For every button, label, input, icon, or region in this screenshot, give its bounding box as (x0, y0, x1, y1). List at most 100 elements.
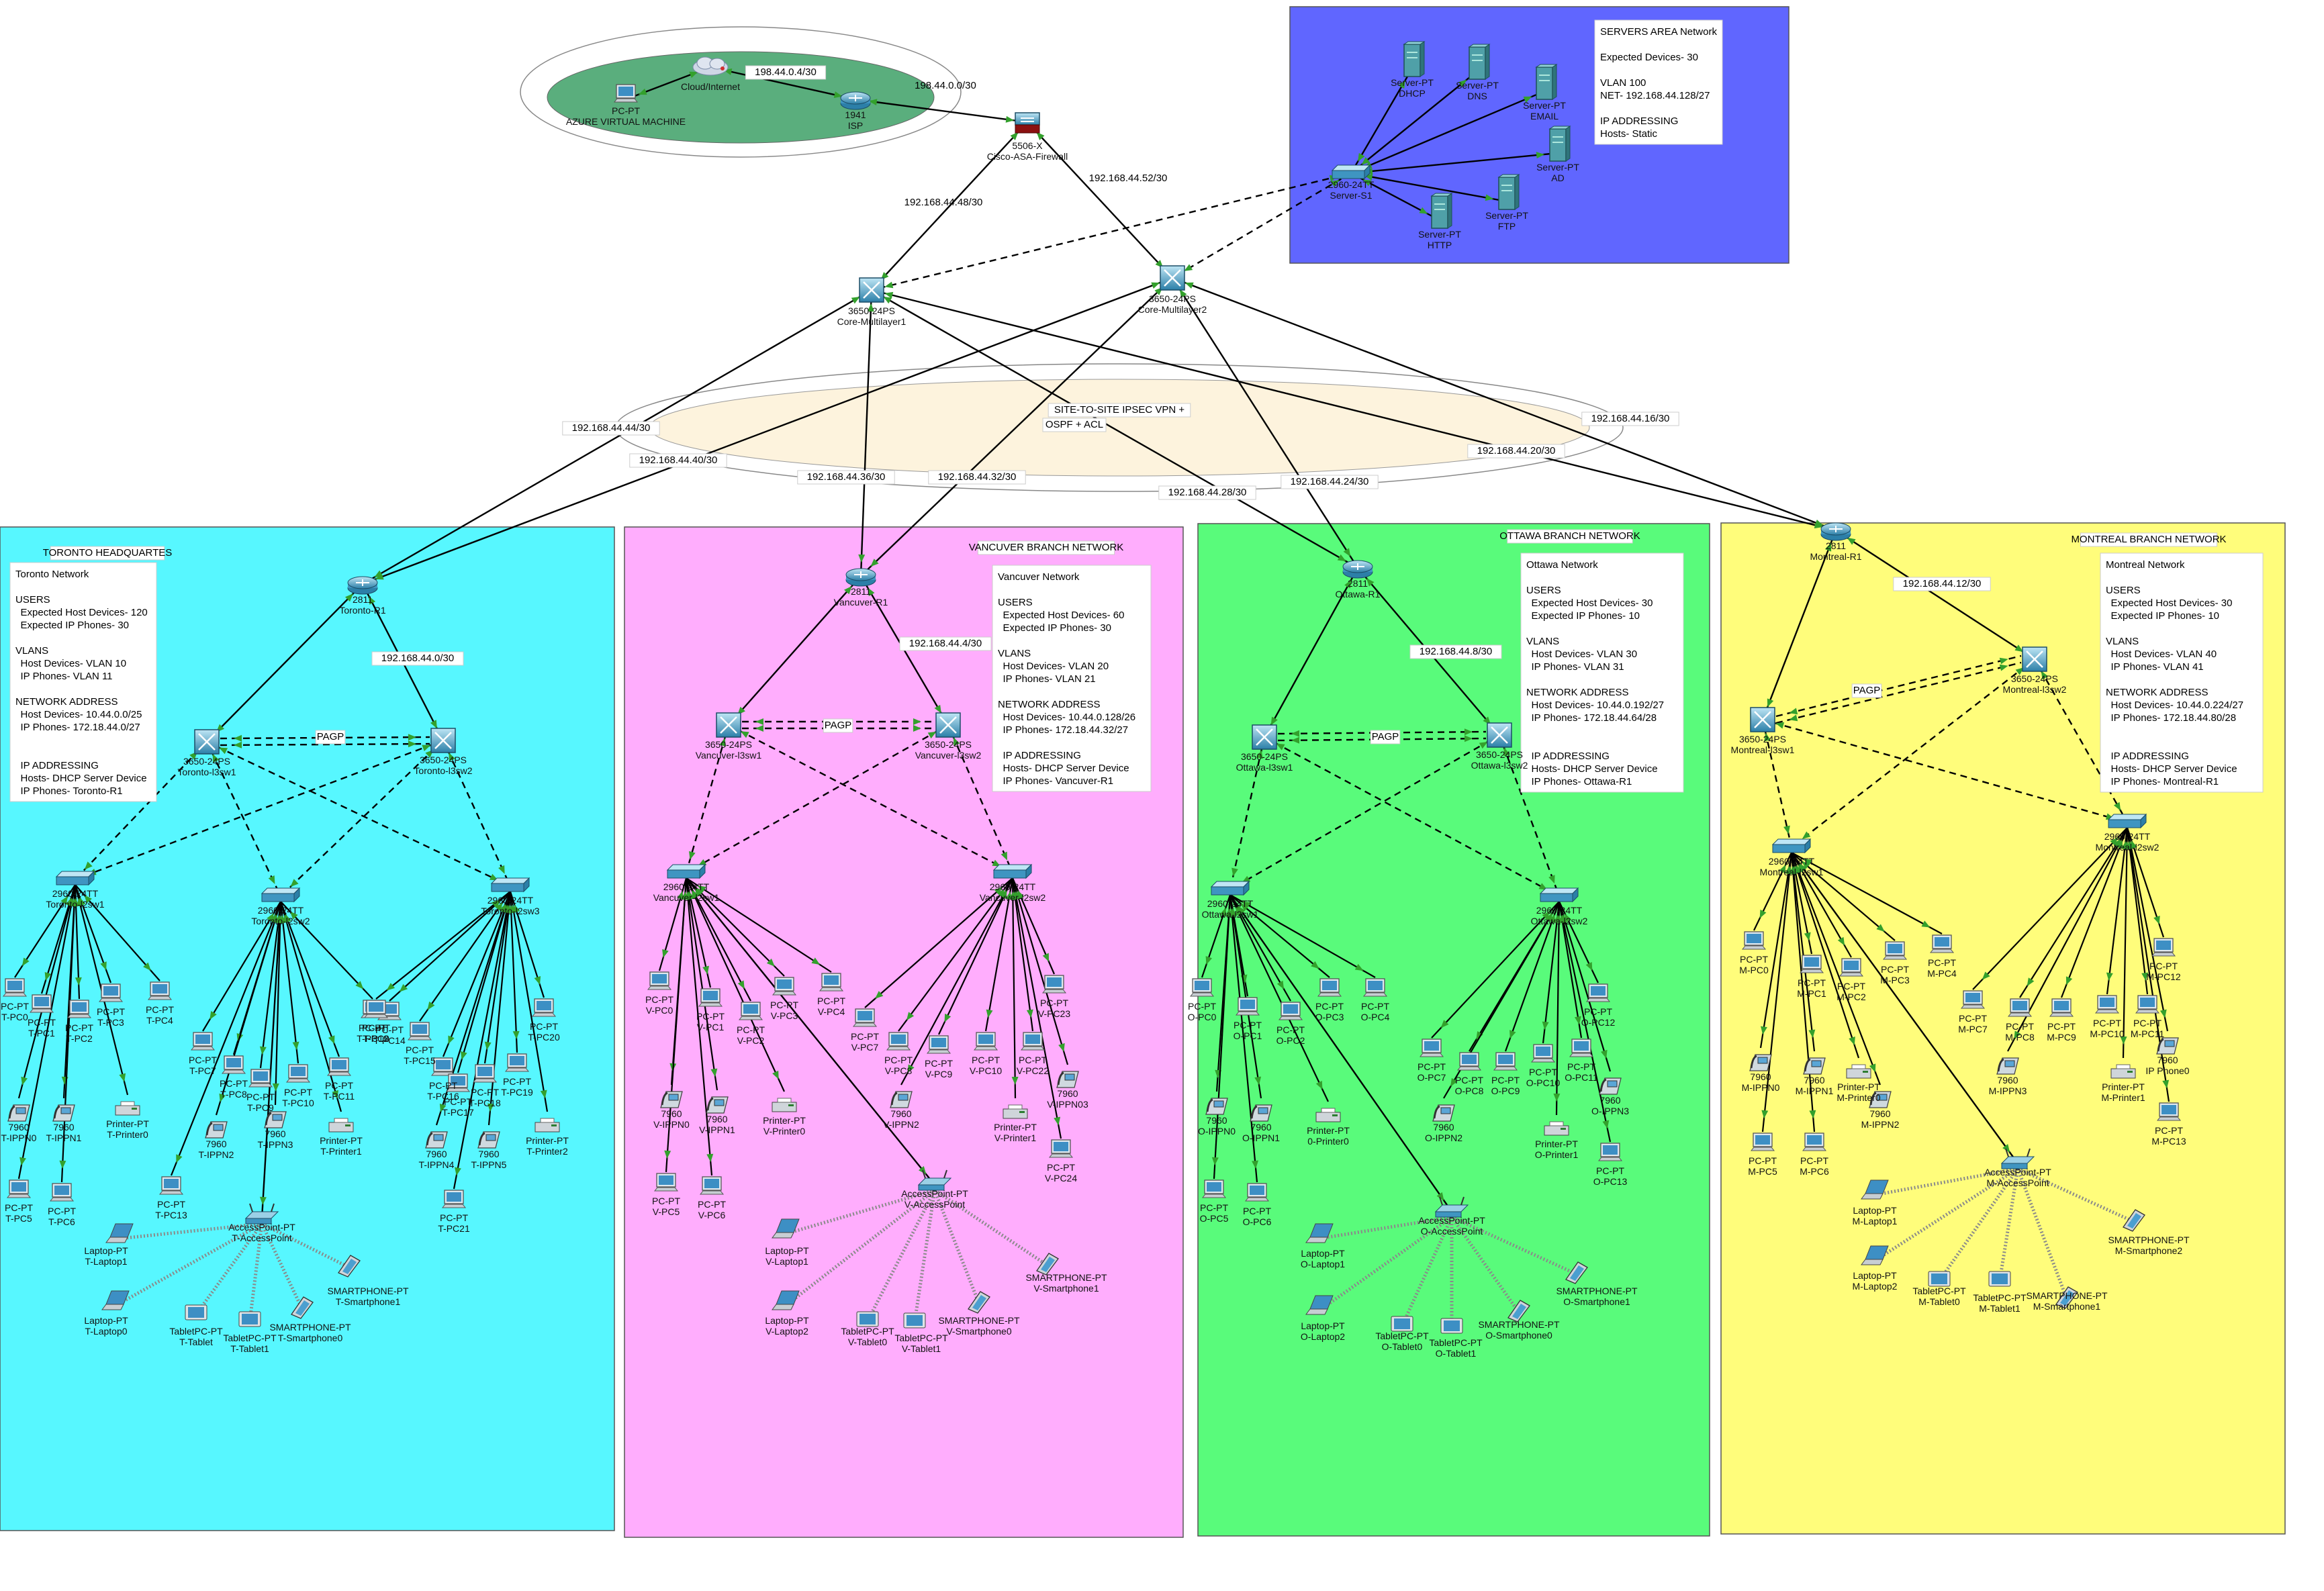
o-pc12-pc-icon[interactable] (1585, 983, 1611, 1002)
v-pc10-pc-icon[interactable] (973, 1032, 998, 1051)
t-pc0-pc-icon[interactable] (2, 978, 28, 997)
montreal-l2sw1-switch-icon[interactable] (1771, 838, 1812, 854)
v-ippn03-ip-phone-icon[interactable] (1056, 1071, 1079, 1088)
o-pc5-pc-icon[interactable] (1201, 1179, 1227, 1198)
ottawa-r1-router-icon[interactable] (1342, 560, 1373, 579)
t-tablet-tablet-icon[interactable] (185, 1304, 207, 1320)
v-pc3-pc-icon[interactable] (772, 977, 797, 996)
server-dhcp-server-icon[interactable] (1403, 41, 1426, 77)
montreal-ap-access-point-icon[interactable] (2000, 1148, 2035, 1169)
t-laptop0-laptop-icon[interactable] (101, 1290, 130, 1310)
t-ippn1-ip-phone-icon[interactable] (52, 1104, 75, 1122)
t-ippn3-ip-phone-icon[interactable] (264, 1111, 287, 1128)
v-pc9-pc-icon[interactable] (926, 1035, 951, 1054)
t-printer2-printer-icon[interactable] (534, 1118, 560, 1132)
v-pc0-pc-icon[interactable] (647, 971, 672, 990)
m-pc2-pc-icon[interactable] (1839, 958, 1864, 977)
o-pc6-pc-icon[interactable] (1244, 1183, 1270, 1202)
m-pc10-pc-icon[interactable] (2094, 995, 2120, 1014)
v-pc4-pc-icon[interactable] (819, 973, 844, 992)
m-pc13-pc-icon[interactable] (2156, 1102, 2182, 1121)
v-ippn2-ip-phone-icon[interactable] (890, 1091, 913, 1108)
o-pc3-pc-icon[interactable] (1317, 978, 1342, 997)
t-pc21-pc-icon[interactable] (441, 1190, 467, 1208)
o-pc4-pc-icon[interactable] (1362, 978, 1388, 997)
t-pc8-pc-icon[interactable] (221, 1055, 246, 1074)
m-pc7-pc-icon[interactable] (1960, 990, 1986, 1009)
o-laptop2-laptop-icon[interactable] (1305, 1295, 1334, 1315)
o-pc9-pc-icon[interactable] (1493, 1052, 1518, 1071)
vancouver-r1-router-icon[interactable] (845, 568, 876, 587)
o-pc1-pc-icon[interactable] (1235, 997, 1260, 1016)
server-http-server-icon[interactable] (1430, 193, 1453, 229)
server-ad-server-icon[interactable] (1548, 126, 1571, 162)
m-pc5-pc-icon[interactable] (1750, 1132, 1775, 1151)
v-pc8-pc-icon[interactable] (886, 1032, 911, 1051)
toronto-l2sw3-switch-icon[interactable] (490, 877, 530, 893)
m-pc9-pc-icon[interactable] (2049, 998, 2074, 1017)
montreal-l3sw1-multilayer-switch-icon[interactable] (1750, 707, 1775, 732)
v-pc6-pc-icon[interactable] (699, 1176, 725, 1195)
m-tablet0-tablet-icon[interactable] (1928, 1271, 1951, 1287)
ottawa-l3sw1-multilayer-switch-icon[interactable] (1252, 724, 1277, 750)
m-pc8-pc-icon[interactable] (2007, 998, 2033, 1017)
server-dns-server-icon[interactable] (1468, 44, 1491, 80)
m-pc3-pc-icon[interactable] (1882, 941, 1908, 960)
isp-router-icon[interactable] (840, 91, 871, 110)
v-printer0-printer-icon[interactable] (772, 1098, 797, 1112)
ottawa-l3sw2-multilayer-switch-icon[interactable] (1487, 722, 1512, 748)
t-pc7-pc-icon[interactable] (190, 1032, 216, 1051)
t-pc3-pc-icon[interactable] (98, 983, 124, 1002)
t-pc17-pc-icon[interactable] (445, 1073, 471, 1092)
v-pc24-pc-icon[interactable] (1048, 1139, 1074, 1158)
m-smartphone2-smartphone-icon[interactable] (2123, 1209, 2145, 1232)
o-pc10-pc-icon[interactable] (1530, 1044, 1556, 1063)
m-ippn2-ip-phone-icon[interactable] (1869, 1091, 1892, 1108)
m-pc0-pc-icon[interactable] (1741, 931, 1767, 950)
o-smartphone1-smartphone-icon[interactable] (1565, 1261, 1588, 1284)
t-pc19-pc-icon[interactable] (504, 1053, 530, 1072)
t-pc15-pc-icon[interactable] (407, 1022, 432, 1041)
v-laptop2-laptop-icon[interactable] (772, 1290, 800, 1310)
cloud-internet-icon[interactable] (692, 56, 729, 76)
t-pc9-pc-icon[interactable] (248, 1069, 273, 1088)
asa-firewall-icon[interactable] (1015, 112, 1040, 134)
v-laptop1-laptop-icon[interactable] (772, 1218, 800, 1239)
t-pc4-pc-icon[interactable] (147, 981, 173, 1000)
t-printer1-printer-icon[interactable] (328, 1118, 354, 1132)
toronto-l2sw1-switch-icon[interactable] (55, 870, 95, 886)
t-printer0-printer-icon[interactable] (115, 1101, 140, 1116)
v-pc23-pc-icon[interactable] (1041, 975, 1067, 994)
m-laptop1-laptop-icon[interactable] (1861, 1179, 1889, 1200)
v-ippn0-ip-phone-icon[interactable] (660, 1091, 683, 1108)
v-pc2-pc-icon[interactable] (738, 1002, 763, 1020)
toronto-r1-router-icon[interactable] (347, 576, 378, 595)
m-printer0-printer-icon[interactable] (1846, 1064, 1871, 1079)
m-smartphone1-smartphone-icon[interactable] (2055, 1286, 2078, 1309)
m-ippn3-ip-phone-icon[interactable] (1996, 1057, 2019, 1075)
v-tablet1-tablet-icon[interactable] (903, 1312, 926, 1329)
vancouver-l3sw2-multilayer-switch-icon[interactable] (935, 712, 961, 738)
ottawa-l2sw2-switch-icon[interactable] (1539, 887, 1579, 903)
o-laptop1-laptop-icon[interactable] (1305, 1223, 1334, 1243)
ip-phone0-ip-phone-icon[interactable] (2156, 1037, 2179, 1055)
t-laptop1-laptop-icon[interactable] (105, 1223, 134, 1243)
o-pc2-pc-icon[interactable] (1278, 1002, 1303, 1020)
m-pc11-pc-icon[interactable] (2135, 995, 2160, 1014)
v-tablet0-tablet-icon[interactable] (856, 1311, 879, 1327)
0-printer0-printer-icon[interactable] (1315, 1108, 1341, 1122)
m-pc1-pc-icon[interactable] (1799, 955, 1824, 973)
montreal-l3sw2-multilayer-switch-icon[interactable] (2022, 646, 2047, 672)
t-pc2-pc-icon[interactable] (66, 1000, 92, 1018)
t-tablet1-tablet-icon[interactable] (238, 1311, 261, 1327)
m-ippn1-ip-phone-icon[interactable] (1803, 1057, 1826, 1075)
server-ftp-server-icon[interactable] (1497, 174, 1520, 210)
t-pc13-pc-icon[interactable] (158, 1176, 184, 1195)
toronto-l3sw1-multilayer-switch-icon[interactable] (194, 729, 220, 755)
o-pc0-pc-icon[interactable] (1189, 978, 1215, 997)
o-pc11-pc-icon[interactable] (1569, 1039, 1594, 1057)
t-pc1-pc-icon[interactable] (29, 994, 54, 1013)
o-ippn2-ip-phone-icon[interactable] (1432, 1104, 1455, 1122)
t-smartphone0-smartphone-icon[interactable] (291, 1296, 314, 1319)
ottawa-l2sw1-switch-icon[interactable] (1210, 880, 1250, 896)
